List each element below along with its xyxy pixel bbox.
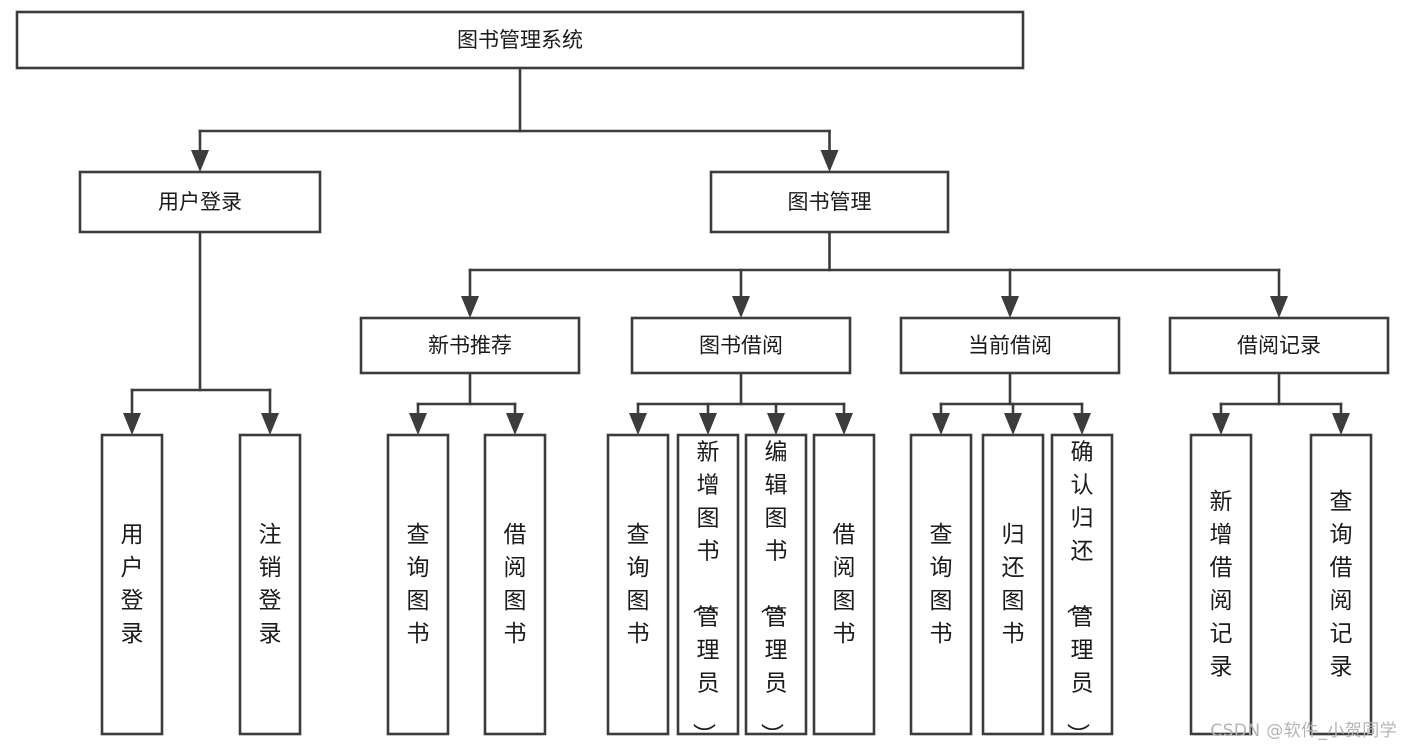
node-label-user-login: 用户登录 [158, 190, 242, 214]
node-leaf-query-book-1[interactable]: 查询图书 [386, 433, 450, 736]
node-label-current-borrow: 当前借阅 [968, 334, 1052, 358]
node-box-leaf-return-book[interactable] [981, 433, 1045, 736]
node-root[interactable]: 图书管理系统 [15, 10, 1025, 70]
node-box-new-book-recommend[interactable] [359, 316, 581, 375]
node-leaf-user-logout[interactable]: 注销登录 [238, 433, 302, 736]
node-box-leaf-borrow-book-2[interactable] [812, 433, 876, 736]
node-book-manage[interactable]: 图书管理 [709, 170, 950, 234]
node-box-leaf-edit-book[interactable] [744, 433, 808, 736]
node-box-leaf-query-book-1[interactable] [386, 433, 450, 736]
node-box-leaf-query-borrow-record[interactable] [1309, 433, 1373, 736]
node-current-borrow[interactable]: 当前借阅 [899, 316, 1121, 375]
connector-arrow-icon [1001, 296, 1019, 318]
node-box-book-manage[interactable] [709, 170, 950, 234]
node-label-leaf-return-book: 归还图书 [1002, 522, 1025, 647]
node-label-root: 图书管理系统 [457, 28, 583, 52]
node-label-leaf-add-borrow-record: 新增借阅记录 [1210, 489, 1233, 680]
node-label-leaf-user-logout: 注销登录 [259, 522, 282, 647]
node-box-leaf-add-borrow-record[interactable] [1189, 433, 1253, 736]
node-label-new-book-recommend: 新书推荐 [428, 334, 512, 358]
node-user-login[interactable]: 用户登录 [78, 170, 322, 234]
node-book-borrow[interactable]: 图书借阅 [630, 316, 852, 375]
node-label-book-manage: 图书管理 [788, 190, 872, 214]
connector-arrow-icon [261, 413, 279, 435]
node-leaf-borrow-book-2[interactable]: 借阅图书 [812, 433, 876, 736]
node-label-leaf-query-borrow-record: 查询借阅记录 [1330, 489, 1353, 680]
connector-arrow-icon [835, 413, 853, 435]
node-leaf-query-book-3[interactable]: 查询图书 [909, 433, 973, 736]
node-box-leaf-query-book-3[interactable] [909, 433, 973, 736]
node-box-leaf-user-logout[interactable] [238, 433, 302, 736]
connector-arrow-icon [629, 413, 647, 435]
connector-arrow-icon [506, 413, 524, 435]
node-label-leaf-query-book-3: 查询图书 [930, 522, 953, 647]
node-label-leaf-borrow-book-1: 借阅图书 [504, 522, 527, 647]
node-box-book-borrow[interactable] [630, 316, 852, 375]
node-label-leaf-borrow-book-2: 借阅图书 [833, 522, 856, 647]
connector-arrow-icon [1212, 413, 1230, 435]
node-box-leaf-add-book[interactable] [676, 433, 740, 736]
node-label-leaf-confirm-return: 确认归还（管理员） [1065, 439, 1094, 746]
connector-arrow-icon [1332, 413, 1350, 435]
connector-arrow-icon [461, 296, 479, 318]
node-box-borrow-record[interactable] [1168, 316, 1390, 375]
node-leaf-edit-book[interactable]: 编辑图书（管理员） [744, 433, 808, 746]
node-box-leaf-confirm-return[interactable] [1050, 433, 1114, 736]
node-leaf-add-borrow-record[interactable]: 新增借阅记录 [1189, 433, 1253, 736]
connector-arrow-icon [1004, 413, 1022, 435]
connector-arrow-icon [732, 296, 750, 318]
node-leaf-borrow-book-1[interactable]: 借阅图书 [483, 433, 547, 736]
node-leaf-user-login[interactable]: 用户登录 [100, 433, 164, 736]
node-leaf-query-book-2[interactable]: 查询图书 [606, 433, 670, 736]
node-label-leaf-query-book-1: 查询图书 [407, 522, 430, 647]
node-box-user-login[interactable] [78, 170, 322, 234]
node-layer: 图书管理系统用户登录图书管理新书推荐图书借阅当前借阅借阅记录用户登录注销登录查询… [15, 10, 1390, 746]
node-borrow-record[interactable]: 借阅记录 [1168, 316, 1390, 375]
node-box-leaf-user-login[interactable] [100, 433, 164, 736]
node-label-leaf-user-login: 用户登录 [121, 522, 144, 647]
connector-arrow-icon [1270, 296, 1288, 318]
connector-arrow-icon [820, 150, 839, 172]
node-label-borrow-record: 借阅记录 [1237, 334, 1321, 358]
node-leaf-return-book[interactable]: 归还图书 [981, 433, 1045, 736]
node-box-current-borrow[interactable] [899, 316, 1121, 375]
node-leaf-confirm-return[interactable]: 确认归还（管理员） [1050, 433, 1114, 746]
node-box-root[interactable] [15, 10, 1025, 70]
connector-arrow-icon [191, 150, 209, 172]
node-label-leaf-edit-book: 编辑图书（管理员） [759, 439, 788, 746]
node-leaf-add-book[interactable]: 新增图书（管理员） [676, 433, 740, 746]
node-box-leaf-query-book-2[interactable] [606, 433, 670, 736]
node-box-leaf-borrow-book-1[interactable] [483, 433, 547, 736]
connector-arrow-icon [767, 413, 785, 435]
connector-layer [123, 66, 1350, 435]
connector-arrow-icon [123, 413, 141, 435]
node-leaf-query-borrow-record[interactable]: 查询借阅记录 [1309, 433, 1373, 736]
connector-arrow-icon [932, 413, 950, 435]
node-label-leaf-query-book-2: 查询图书 [627, 522, 650, 647]
node-label-book-borrow: 图书借阅 [699, 334, 783, 358]
connector-arrow-icon [1073, 413, 1091, 435]
node-new-book-recommend[interactable]: 新书推荐 [359, 316, 581, 375]
connector-arrow-icon [409, 413, 427, 435]
connector-arrow-icon [699, 413, 717, 435]
node-label-leaf-add-book: 新增图书（管理员） [691, 439, 720, 746]
